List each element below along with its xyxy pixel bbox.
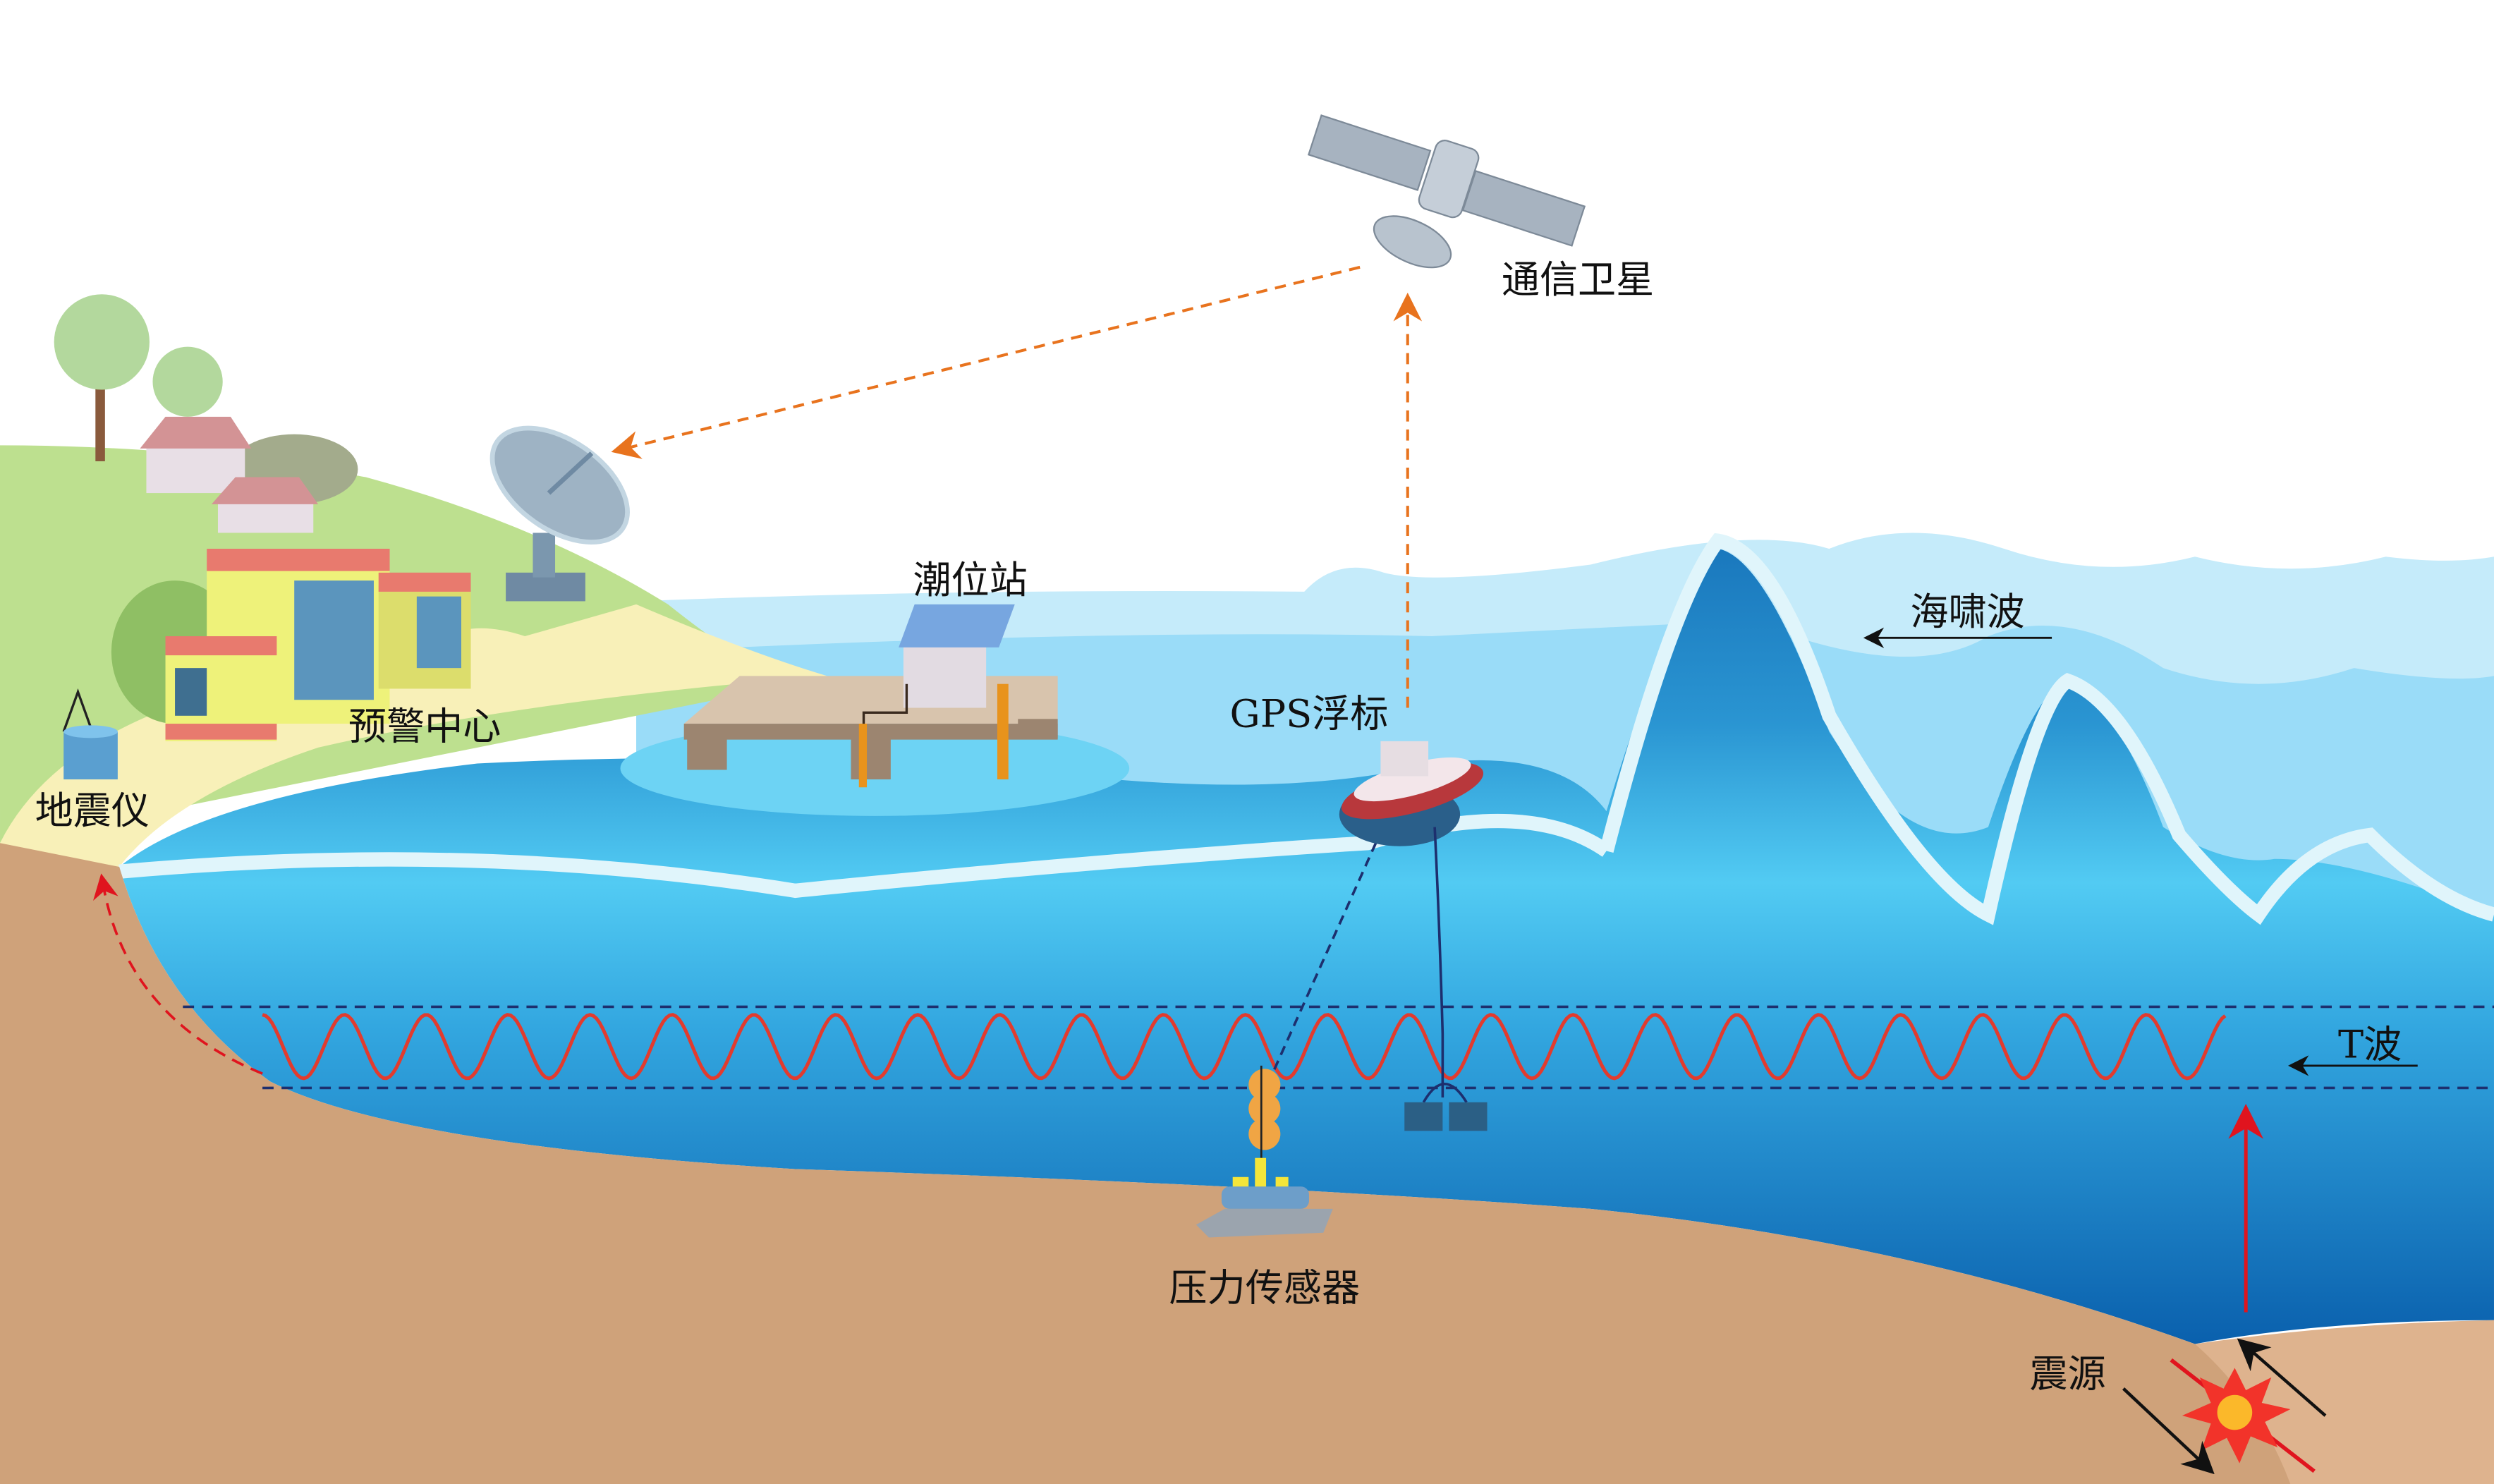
label-tide-station: 潮位站 [913,558,1027,602]
label-seismometer: 地震仪 [35,789,150,833]
label-warning-center: 预警中心 [348,705,501,749]
ocean [119,549,2494,1344]
satellite-downlink-arrow [611,265,1361,459]
seismometer-icon [62,688,118,779]
pressure-sensor-icon [1196,1065,1333,1238]
seabed [0,843,2494,1484]
epicenter-explosion-icon [2122,1338,2327,1475]
beach [0,604,827,868]
seismic-path-arrow [93,873,263,1075]
label-tsunami-wave: 海啸波 [1910,590,2024,634]
label-pressure-sensor: 压力传感器 [1169,1266,1361,1310]
tide-station-pier-icon [620,604,1130,816]
satellite-icon [1307,114,1586,269]
acoustic-link [1271,842,1377,1074]
wave-foam [118,533,2494,925]
gps-buoy-icon [1339,741,1488,1131]
t-wave-line [262,1013,2227,1081]
label-satellite: 通信卫星 [1502,257,1654,302]
label-epicenter: 震源 [2030,1351,2106,1396]
ground-station-dish-icon [489,425,630,602]
house-icon [140,416,319,533]
label-t-wave: T波 [2338,1023,2402,1067]
warning-center-building-icon [111,549,471,741]
label-gps-buoy: GPS浮标 [1229,692,1388,736]
